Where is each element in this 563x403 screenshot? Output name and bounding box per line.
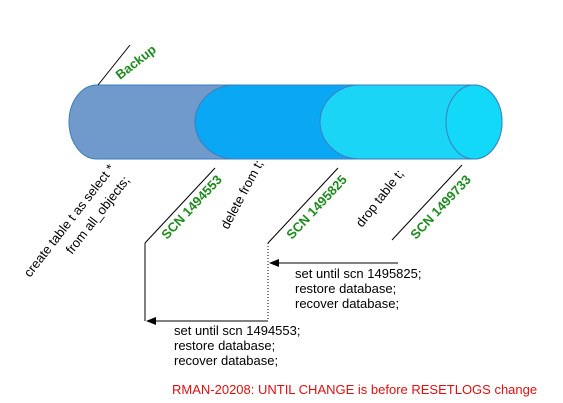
recover2-line2: restore database; — [174, 338, 275, 353]
scn2-tick — [267, 167, 339, 244]
scn3-label: SCN 1499733 — [407, 172, 474, 242]
scn1-label: SCN 1494553 — [158, 172, 225, 242]
cylinder-end-cap — [445, 84, 503, 160]
backup-pointer-line — [97, 44, 131, 86]
recover1-line2: restore database; — [295, 281, 396, 296]
recover2-line3: recover database; — [174, 353, 278, 368]
recover2-line1: set until scn 1494553; — [174, 323, 300, 338]
scn2-label: SCN 1495825 — [283, 172, 350, 242]
drop-op-label: drop table t; — [353, 167, 407, 230]
scn3-tick — [391, 164, 463, 241]
recover1-line1: set until scn 1495825; — [295, 266, 421, 281]
recover1-line3: recover database; — [295, 296, 399, 311]
backup-label: Backup — [113, 42, 159, 83]
timeline-cylinder — [68, 84, 503, 160]
scn1-tick — [144, 167, 216, 244]
create-op-line1: create table t as select * — [21, 161, 118, 280]
delete-op-label: delete from t; — [217, 157, 266, 231]
error-message: RMAN-20208: UNTIL CHANGE is before RESET… — [172, 382, 537, 397]
